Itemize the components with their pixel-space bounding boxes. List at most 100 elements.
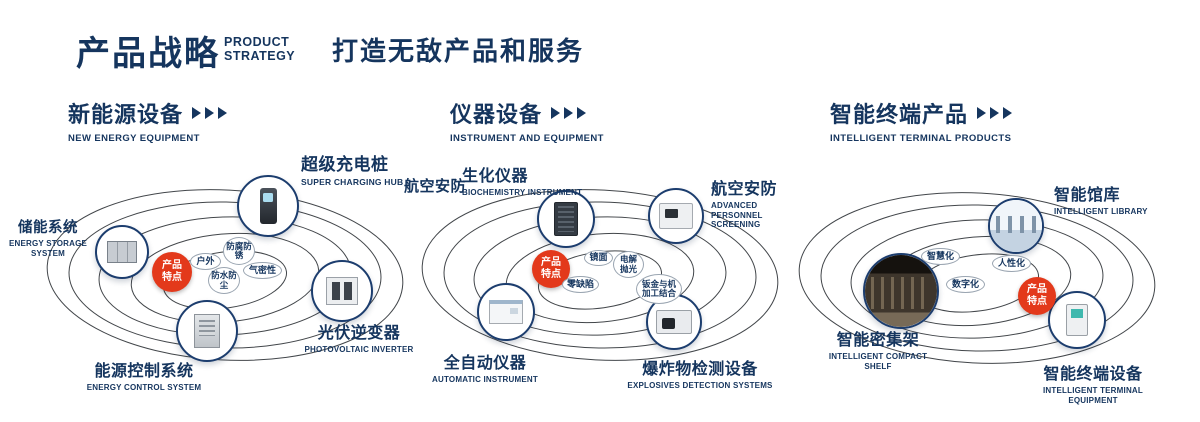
item-label-inverter: 光伏逆变器 PHOTOVOLTAIC INVERTER	[300, 319, 418, 355]
item-label-energy-storage: 储能系统 ENERGY STORAGE SYSTEM	[2, 216, 94, 258]
item-name: 生化仪器	[462, 168, 529, 185]
item-name-en: EXPLOSIVES DETECTION SYSTEMS	[627, 381, 773, 390]
chevron-right-icon	[977, 107, 987, 119]
page-subtitle-line2: STRATEGY	[224, 48, 296, 63]
automatic-instrument-node	[477, 283, 535, 341]
item-name-en: ENERGY CONTROL SYSTEM	[86, 383, 202, 392]
item-name: 航空安防	[404, 178, 467, 195]
biochemistry-rack-icon	[554, 202, 578, 236]
compact-shelf-node	[863, 253, 939, 329]
badge-line1: 产品	[162, 260, 182, 271]
item-name-en: INTELLIGENT COMPACT SHELF	[828, 352, 928, 371]
chevron-right-icon	[192, 107, 202, 119]
feature-tag-electropolish: 电解抛光	[613, 251, 644, 278]
section-head-intelligent-terminal: 智能终端产品 INTELLIGENT TERMINAL PRODUCTS	[830, 97, 1013, 144]
control-system-icon	[194, 314, 220, 348]
badge-line2: 特点	[1027, 296, 1047, 307]
section-subtitle: NEW ENERGY EQUIPMENT	[68, 133, 200, 144]
energy-storage-icon	[107, 241, 137, 263]
item-name-en: ADVANCED PERSONNEL SCREENING	[711, 201, 763, 230]
item-label-aviation-security-left: 航空安防	[404, 175, 466, 196]
terminal-equipment-node	[1048, 291, 1106, 349]
section-title: 仪器设备	[450, 102, 543, 127]
feature-tag-mirror: 镜面	[584, 250, 613, 266]
explosives-detection-icon	[656, 310, 692, 334]
item-name: 全自动仪器	[443, 355, 527, 372]
item-name-en: INTELLIGENT LIBRARY	[1054, 207, 1148, 216]
feature-tag-airtight: 气密性	[243, 262, 282, 279]
orbit-rings-instrument	[421, 189, 779, 361]
product-features-badge: 产品 特点	[532, 250, 570, 288]
chevron-right-icon	[551, 107, 561, 119]
inverter-icon	[326, 277, 358, 305]
feature-tag-anticorrosion: 防腐防锈	[223, 237, 255, 265]
badge-line2: 特点	[541, 269, 561, 280]
item-name: 智能馆库	[1054, 187, 1121, 204]
page-subtitle: PRODUCT STRATEGY	[224, 35, 296, 63]
charging-hub-node	[237, 175, 299, 237]
compact-shelf-icon	[865, 255, 937, 327]
section-title: 智能终端产品	[830, 102, 969, 127]
page-subtitle-line1: PRODUCT	[224, 35, 290, 49]
item-label-automatic-instrument: 全自动仪器 AUTOMATIC INSTRUMENT	[429, 349, 541, 385]
product-features-badge: 产品 特点	[1018, 277, 1056, 315]
section-subtitle: INSTRUMENT AND EQUIPMENT	[450, 133, 604, 144]
item-name: 超级充电桩	[301, 155, 389, 174]
section-head-instrument: 仪器设备 INSTRUMENT AND EQUIPMENT	[450, 97, 604, 144]
inverter-node	[311, 260, 373, 322]
item-label-control-system: 能源控制系统 ENERGY CONTROL SYSTEM	[83, 357, 205, 393]
item-label-explosives-detection: 爆炸物检测设备 EXPLOSIVES DETECTION SYSTEMS	[626, 355, 774, 391]
feature-tag-sheetmetal-machining: 钣金与机加工结合	[636, 274, 682, 304]
terminal-kiosk-icon	[1066, 304, 1088, 336]
item-name-en: AUTOMATIC INSTRUMENT	[432, 375, 538, 384]
chevron-right-icon	[1003, 107, 1013, 119]
section-title: 新能源设备	[68, 102, 184, 127]
feature-tag-waterproof: 防水防尘	[208, 267, 240, 294]
item-name: 爆炸物检测设备	[642, 361, 758, 378]
intelligent-library-icon	[990, 200, 1042, 252]
item-name: 储能系统	[18, 220, 78, 236]
section-subtitle: INTELLIGENT TERMINAL PRODUCTS	[830, 133, 1012, 144]
feature-tag-smart: 智慧化	[921, 248, 960, 265]
item-label-personnel-screening: 航空安防 ADVANCED PERSONNEL SCREENING	[711, 175, 807, 230]
chevron-right-icon	[990, 107, 1000, 119]
badge-line1: 产品	[1027, 284, 1047, 295]
tagline: 打造无敌产品和服务	[332, 36, 585, 66]
item-label-charging-hub: 超级充电桩 SUPER CHARGING HUB	[301, 150, 403, 187]
automatic-instrument-icon	[489, 300, 523, 324]
item-name-en: PHOTOVOLTAIC INVERTER	[304, 345, 414, 354]
feature-tag-outdoor: 户外	[190, 253, 221, 270]
charging-hub-icon	[259, 188, 277, 224]
feature-tag-digital: 数字化	[946, 276, 985, 293]
chevron-right-icon	[218, 107, 228, 119]
item-name: 航空安防	[711, 181, 778, 198]
product-features-badge: 产品 特点	[152, 252, 192, 292]
personnel-screening-node	[648, 188, 704, 244]
item-name: 光伏逆变器	[317, 325, 401, 342]
item-name: 能源控制系统	[94, 363, 194, 380]
intelligent-library-node	[988, 198, 1044, 254]
item-name-en: INTELLIGENT TERMINAL EQUIPMENT	[1043, 386, 1143, 405]
item-name-en: BIOCHEMISTRY INSTRUMENT	[462, 188, 583, 197]
page-title: 产品战略	[76, 35, 220, 73]
chevron-right-icon	[577, 107, 587, 119]
badge-line1: 产品	[541, 257, 561, 268]
feature-tag-humanized: 人性化	[992, 255, 1031, 272]
feature-tag-zero-defect: 零缺陷	[562, 276, 599, 293]
chevron-right-icon	[564, 107, 574, 119]
control-system-node	[176, 300, 238, 362]
energy-storage-node	[95, 225, 149, 279]
item-name: 智能密集架	[836, 332, 920, 349]
item-label-compact-shelf: 智能密集架 INTELLIGENT COMPACT SHELF	[822, 326, 934, 371]
badge-line2: 特点	[162, 272, 182, 283]
section-head-new-energy: 新能源设备 NEW ENERGY EQUIPMENT	[68, 97, 228, 144]
item-label-intelligent-library: 智能馆库 INTELLIGENT LIBRARY	[1054, 181, 1148, 217]
personnel-screening-icon	[659, 203, 693, 229]
item-label-biochemistry: 生化仪器 BIOCHEMISTRY INSTRUMENT	[462, 162, 582, 198]
item-name-en: SUPER CHARGING HUB	[301, 177, 404, 187]
item-label-terminal-equipment: 智能终端设备 INTELLIGENT TERMINAL EQUIPMENT	[1018, 360, 1168, 405]
chevron-right-icon	[205, 107, 215, 119]
item-name: 智能终端设备	[1043, 366, 1143, 383]
item-name-en: ENERGY STORAGE SYSTEM	[8, 239, 88, 258]
